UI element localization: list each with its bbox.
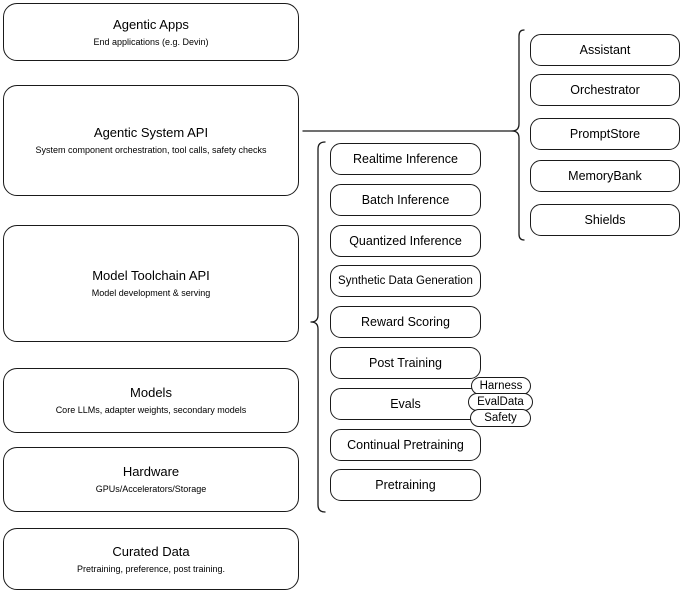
toolchain-item-label: Quantized Inference — [349, 234, 462, 248]
system-item-memorybank[interactable]: MemoryBank — [530, 160, 680, 192]
toolchain-item-synthetic-data-generation[interactable]: Synthetic Data Generation — [330, 265, 481, 297]
system-item-label: Assistant — [579, 43, 631, 57]
toolchain-item-quantized-inference[interactable]: Quantized Inference — [330, 225, 481, 257]
system-item-shields[interactable]: Shields — [530, 204, 680, 236]
toolchain-item-label: Post Training — [369, 356, 442, 370]
system-item-label: Orchestrator — [570, 83, 640, 97]
stack-layer-models[interactable]: Models Core LLMs, adapter weights, secon… — [3, 368, 299, 433]
system-item-label: Shields — [584, 213, 626, 227]
system-item-label: PromptStore — [569, 127, 641, 141]
system-item-promptstore[interactable]: PromptStore — [530, 118, 680, 150]
eval-pill-label: Safety — [484, 412, 517, 424]
stack-layer-subtitle: End applications (e.g. Devin) — [93, 36, 209, 47]
stack-layer-title: Hardware — [122, 464, 180, 479]
stack-layer-title: Agentic Apps — [113, 16, 189, 32]
toolchain-item-label: Pretraining — [375, 478, 436, 492]
toolchain-item-label: Batch Inference — [361, 193, 450, 207]
stack-layer-subtitle: Model development & serving — [91, 288, 211, 298]
toolchain-item-label: Evals — [390, 397, 421, 411]
bracket-toolchain-components — [310, 141, 326, 513]
toolchain-item-label: Realtime Inference — [353, 152, 458, 166]
stack-layer-agentic-apps[interactable]: Agentic Apps End applications (e.g. Devi… — [3, 3, 299, 61]
stack-layer-subtitle: Core LLMs, adapter weights, secondary mo… — [55, 405, 247, 415]
toolchain-item-label: Reward Scoring — [361, 315, 450, 329]
toolchain-item-label: Continual Pretraining — [347, 438, 464, 452]
eval-pill-safety[interactable]: Safety — [470, 409, 531, 427]
system-item-orchestrator[interactable]: Orchestrator — [530, 74, 680, 106]
stack-layer-subtitle: GPUs/Accelerators/Storage — [95, 484, 207, 494]
stack-layer-title: Curated Data — [112, 543, 190, 559]
toolchain-item-reward-scoring[interactable]: Reward Scoring — [330, 306, 481, 338]
toolchain-item-realtime-inference[interactable]: Realtime Inference — [330, 143, 481, 175]
stack-layer-subtitle: Pretraining, preference, post training. — [76, 563, 226, 574]
toolchain-item-pretraining[interactable]: Pretraining — [330, 469, 481, 501]
stack-layer-title: Model Toolchain API — [92, 268, 210, 283]
stack-layer-title: Models — [130, 385, 172, 400]
eval-pill-label: EvalData — [477, 396, 524, 408]
stack-layer-agentic-system-api[interactable]: Agentic System API System component orch… — [3, 85, 299, 196]
system-item-label: MemoryBank — [568, 169, 642, 183]
eval-pill-label: Harness — [479, 380, 523, 392]
system-item-assistant[interactable]: Assistant — [530, 34, 680, 66]
toolchain-item-evals[interactable]: Evals — [330, 388, 481, 420]
bracket-system-components — [511, 29, 525, 241]
stack-layer-hardware[interactable]: Hardware GPUs/Accelerators/Storage — [3, 447, 299, 512]
stack-layer-title: Agentic System API — [93, 125, 209, 140]
toolchain-item-batch-inference[interactable]: Batch Inference — [330, 184, 481, 216]
toolchain-item-post-training[interactable]: Post Training — [330, 347, 481, 379]
stack-layer-model-toolchain-api[interactable]: Model Toolchain API Model development & … — [3, 225, 299, 342]
toolchain-item-continual-pretraining[interactable]: Continual Pretraining — [330, 429, 481, 461]
stack-layer-subtitle: System component orchestration, tool cal… — [35, 145, 267, 155]
stack-layer-curated-data[interactable]: Curated Data Pretraining, preference, po… — [3, 528, 299, 590]
toolchain-item-label: Synthetic Data Generation — [338, 275, 473, 287]
